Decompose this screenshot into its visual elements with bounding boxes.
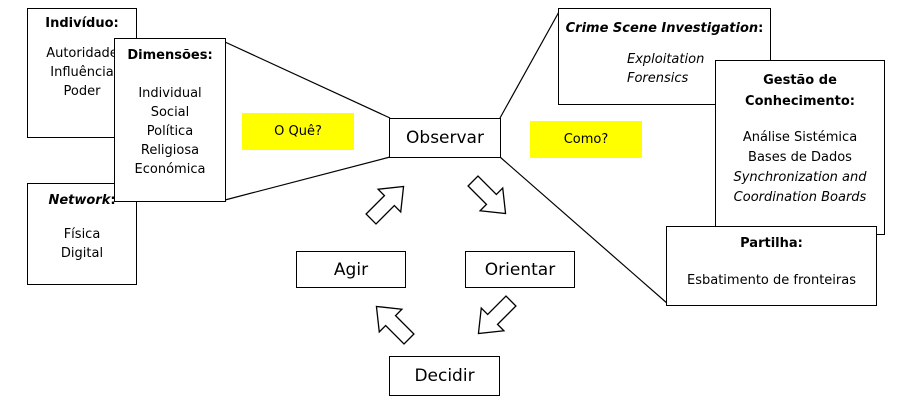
- what-question-label: O Quê?: [242, 113, 354, 150]
- funnel-line-right-bottom: [499, 156, 669, 305]
- csi-title: Crime Scene Investigation:: [565, 21, 764, 36]
- dimensoes-item: Política: [146, 124, 194, 139]
- funnel-line-right-top: [499, 9, 561, 119]
- agir-box: Agir: [296, 251, 406, 288]
- funnel-line-left-bottom: [224, 156, 391, 201]
- dimensoes-item: Individual: [138, 86, 202, 101]
- dimensoes-item: Económica: [134, 162, 206, 177]
- csi-item: Forensics: [627, 71, 689, 86]
- partilha-title: Partilha:: [740, 236, 803, 251]
- partilha-item: Esbatimento de fronteiras: [687, 273, 856, 288]
- arrow-decidir-to-agir: [375, 305, 415, 345]
- individuo-item: Influência: [50, 65, 114, 80]
- individuo-item: Poder: [63, 84, 101, 99]
- how-question-label: Como?: [530, 121, 642, 158]
- individuo-title: Indivíduo:: [45, 16, 119, 31]
- gestao-item: Coordination Boards: [733, 190, 867, 205]
- observar-box: Observar: [389, 118, 501, 158]
- network-item: Física: [63, 227, 101, 242]
- dimensoes-item: Social: [150, 105, 190, 120]
- gestao-title: Gestão de Conhecimento:: [745, 73, 855, 109]
- csi-box: Crime Scene Investigation: Exploitation …: [558, 8, 771, 105]
- network-title: Network:: [48, 193, 116, 208]
- arrow-agir-to-observar: [365, 185, 405, 225]
- gestao-box: Gestão de Conhecimento: Análise Sistémic…: [715, 60, 885, 235]
- partilha-box: Partilha: Esbatimento de fronteiras: [666, 226, 877, 306]
- gestao-item: Synchronization and: [733, 170, 867, 185]
- decidir-box: Decidir: [389, 356, 500, 396]
- individuo-item: Autoridade: [46, 46, 118, 61]
- csi-item: Exploitation: [627, 52, 705, 67]
- arrow-orientar-to-decidir: [477, 295, 517, 335]
- dimensoes-box: Dimensões: Individual Social Política Re…: [114, 38, 226, 202]
- arrow-observar-to-orientar: [467, 175, 507, 215]
- gestao-item: Bases de Dados: [748, 150, 852, 165]
- dimensoes-item: Religiosa: [140, 143, 200, 158]
- dimensoes-title: Dimensões:: [127, 48, 213, 63]
- network-item: Digital: [60, 246, 104, 261]
- funnel-line-left-top: [224, 41, 391, 119]
- gestao-item: Análise Sistémica: [742, 130, 858, 145]
- orientar-box: Orientar: [465, 251, 575, 288]
